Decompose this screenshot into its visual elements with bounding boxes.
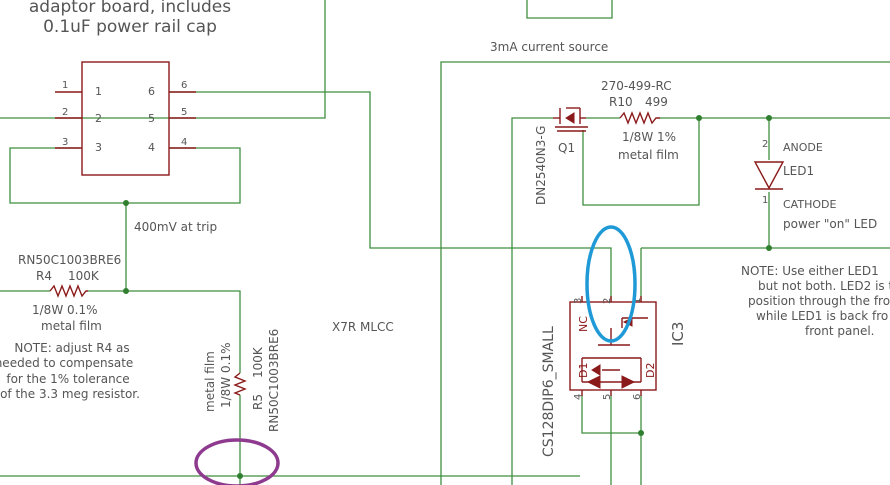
note-led-line5: front panel.	[805, 324, 874, 338]
junctions	[123, 115, 772, 479]
led-pin-1: 1	[762, 195, 768, 206]
ic3-pin-3: 3	[573, 298, 584, 304]
ic3-chip[interactable]	[569, 296, 657, 396]
conn-pin-6: 6	[181, 80, 187, 91]
resistor-r10[interactable]	[619, 111, 660, 125]
r10-spec-power: 1/8W 1%	[622, 130, 676, 144]
ic3-part-number: CS128DIP6_SMALL	[541, 326, 557, 457]
conn-inner-1: 1	[95, 85, 102, 98]
r10-name: R10	[609, 95, 633, 109]
conn-pin-5: 5	[181, 107, 187, 118]
at-trip-label: 400mV at trip	[134, 220, 217, 234]
q1-name: Q1	[558, 141, 575, 155]
ic3-pin-5: 5	[602, 394, 613, 400]
r5-value: 100K	[251, 346, 265, 378]
ic3-d1-label: D1	[577, 363, 590, 378]
r5-name: R5	[251, 394, 265, 410]
ic3-nc-label: NC	[577, 316, 590, 332]
conn-inner-4: 4	[148, 141, 155, 154]
note-led-line1: NOTE: Use either LED1	[741, 264, 879, 278]
highlight-blue-ellipse	[585, 225, 637, 343]
resistor-r4[interactable]	[49, 284, 88, 298]
conn-inner-3: 3	[95, 141, 102, 154]
led1[interactable]	[753, 161, 785, 190]
r4-name: R4	[36, 269, 52, 283]
conn-inner-6: 6	[148, 85, 155, 98]
conn-inner-5: 5	[148, 112, 155, 125]
r4-spec-type: metal film	[41, 319, 102, 333]
r10-part-number: 270-499-RC	[601, 79, 672, 93]
note-r4-line4: of the 3.3 meg resistor.	[0, 387, 140, 401]
highlight-purple-ellipse	[194, 438, 280, 485]
led-cathode-label: CATHODE	[783, 198, 836, 211]
r4-value: 100K	[68, 269, 100, 283]
conn-pin-1: 1	[62, 80, 68, 91]
current-source-label: 3mA current source	[490, 40, 608, 54]
r4-spec-power: 1/8W 0.1%	[32, 303, 97, 317]
r5-spec-power: 1/8W 0.1%	[219, 343, 233, 408]
adaptor-note-line1: adaptor board, includes	[29, 0, 231, 17]
conn-pin-3: 3	[62, 137, 68, 148]
note-led-line4: while LED1 is back fro	[756, 309, 888, 323]
resistor-r5[interactable]	[233, 372, 247, 396]
r5-spec-type: metal film	[203, 351, 217, 412]
conn-pin-4: 4	[181, 137, 187, 148]
r10-spec-type: metal film	[618, 148, 679, 162]
led-anode-label: ANODE	[783, 141, 823, 154]
r4-part-number: RN50C1003BRE6	[18, 253, 121, 267]
led-name: LED1	[783, 164, 814, 178]
ic3-pin-6: 6	[632, 394, 643, 400]
ic3-pin-2: 2	[602, 298, 613, 304]
led-power-label: power "on" LED	[783, 217, 877, 231]
x7r-label: X7R MLCC	[332, 320, 394, 334]
note-r4-line2: needed to compensate	[0, 356, 133, 370]
led-pin-2: 2	[762, 139, 768, 150]
note-led-line2: but not both. LED2 is t	[758, 279, 890, 293]
q1-part-number: DN2540N3-G	[534, 126, 548, 205]
connector-6pin[interactable]: 1 2 3 6 5 4 1 2 3 6 5 4	[55, 61, 196, 176]
mosfet-q1[interactable]	[553, 107, 588, 132]
ic3-name: IC3	[669, 322, 687, 346]
ic3-pin-4: 4	[573, 394, 584, 400]
note-led-line3: position through the fro	[748, 294, 890, 308]
ic3-d2-label: D2	[644, 363, 657, 378]
ic3-pin-1: 1	[632, 298, 643, 304]
r10-value: 499	[645, 95, 668, 109]
conn-pin-2: 2	[62, 107, 68, 118]
note-r4-line3: for the 1% tolerance	[6, 372, 129, 386]
conn-inner-2: 2	[95, 112, 102, 125]
r5-part-number: RN50C1003BRE6	[267, 329, 281, 432]
note-r4-line1: NOTE: adjust R4 as	[14, 341, 129, 355]
adaptor-note-line2: 0.1uF power rail cap	[43, 17, 217, 37]
